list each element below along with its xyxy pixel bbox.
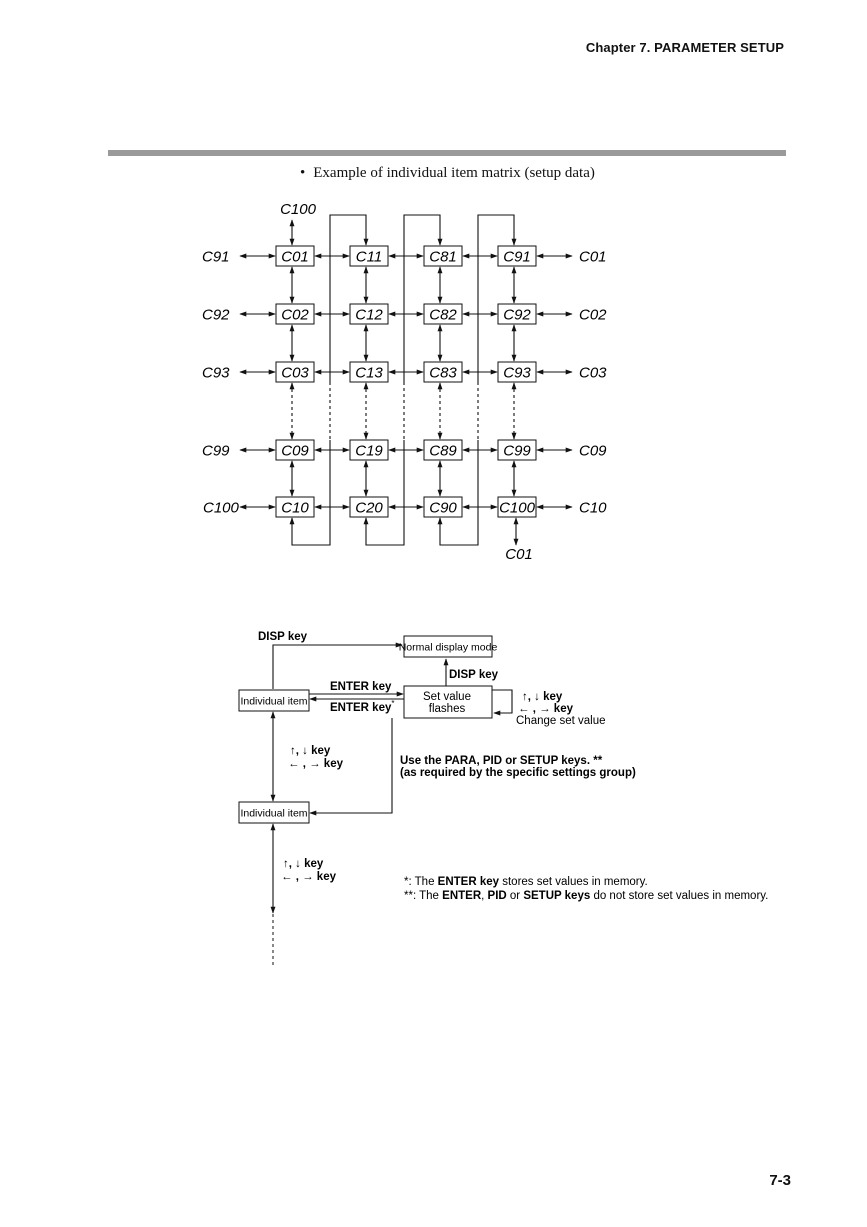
enter-key-star-label: ENTER key*: [330, 699, 394, 714]
matrix-cell-label: C01: [281, 249, 309, 266]
para-pid-setup-path: [309, 718, 393, 816]
change-set-value-label: Change set value: [516, 715, 606, 727]
normal-display-mode-box: [403, 635, 493, 658]
matrix-left-label: C93: [202, 365, 230, 382]
matrix-cell-box: [349, 496, 389, 518]
matrix-cell-label: C02: [281, 307, 309, 324]
bottom-updown-key: ↑, ↓ key: [283, 858, 324, 870]
matrix-cell-label: C13: [355, 365, 383, 382]
caption-text: Example of individual item matrix (setup…: [313, 165, 595, 181]
set-value-flashes-box: [403, 685, 493, 719]
caption-bullet: •: [300, 165, 306, 181]
matrix-cell-box: [497, 439, 537, 461]
matrix-cell-label: C91: [503, 249, 531, 266]
disp-key-right-label: DISP key: [449, 669, 499, 681]
matrix-cell-label: C93: [503, 365, 531, 382]
individual-item-label-bottom: Individual item: [240, 808, 307, 820]
matrix-cell-label: C10: [281, 500, 309, 517]
matrix-cell-label: C99: [503, 443, 531, 460]
matrix-cell-box: [275, 361, 315, 383]
footnote-1: *: The ENTER key stores set values in me…: [404, 876, 648, 888]
matrix-cell-box: [423, 439, 463, 461]
page-number: 7-3: [769, 1172, 791, 1189]
matrix-cell-box: [275, 439, 315, 461]
matrix-cell-label: C90: [429, 500, 457, 517]
matrix-right-label: C10: [579, 500, 607, 517]
loop-leftright-key: ← , → key: [518, 703, 574, 715]
key-flow-diagram: DISP key Normal display mode DISP key In…: [238, 631, 768, 965]
set-value-line1: Set value: [423, 691, 471, 703]
matrix-cell-box: [423, 245, 463, 267]
matrix-cell-label: C82: [429, 307, 457, 324]
matrix-cell-label: C20: [355, 500, 383, 517]
matrix-cell-label: C12: [355, 307, 383, 324]
matrix-cell-box: [423, 496, 463, 518]
matrix-cell-label: C100: [499, 500, 536, 517]
footnote-2: **: The ENTER, PID or SETUP keys do not …: [404, 890, 768, 902]
matrix-cell-box: [349, 439, 389, 461]
individual-item-box-top: [238, 689, 310, 712]
matrix-cell-box: [349, 303, 389, 325]
matrix-bottom-label: C01: [505, 546, 533, 563]
matrix-column-wrap-path: [291, 214, 369, 546]
matrix-cell-label: C92: [503, 307, 531, 324]
matrix-left-label: C92: [202, 307, 230, 324]
loop-updown-key: ↑, ↓ key: [522, 691, 563, 703]
matrix-right-label: C02: [579, 307, 607, 324]
set-value-line2: flashes: [429, 703, 466, 715]
matrix-right-label: C03: [579, 365, 607, 382]
mid-leftright-key: ← , → key: [288, 758, 344, 770]
matrix-caption: • Example of individual item matrix (setu…: [300, 165, 595, 182]
matrix-cell-label: C89: [429, 443, 457, 460]
matrix-cell-box: [497, 303, 537, 325]
matrix-cell-box: [349, 361, 389, 383]
disp-key-path: [272, 642, 403, 689]
matrix-cell-box: [349, 245, 389, 267]
matrix-cell-label: C09: [281, 443, 309, 460]
matrix-left-label: C100: [203, 500, 240, 517]
matrix-cell-box: [423, 361, 463, 383]
matrix-left-label: C91: [202, 249, 230, 266]
matrix-cell-box: [275, 245, 315, 267]
normal-display-mode-label: Normal display mode: [399, 642, 498, 654]
para-line2: (as required by the specific settings gr…: [400, 767, 636, 779]
matrix-right-label: C09: [579, 443, 607, 460]
matrix-cell-label: C03: [281, 365, 309, 382]
matrix-cell-label: C11: [356, 249, 382, 266]
change-value-loop: [492, 689, 513, 716]
matrix-cell-label: C81: [429, 249, 457, 266]
matrix-cell-box: [497, 245, 537, 267]
individual-item-box-bottom: [238, 801, 310, 824]
mid-updown-key: ↑, ↓ key: [290, 745, 331, 757]
matrix-column-wrap-path: [439, 214, 517, 546]
bottom-leftright-key: ← , → key: [281, 871, 337, 883]
para-line1: Use the PARA, PID or SETUP keys. **: [400, 755, 603, 767]
individual-item-matrix: C01C02C03C09C10C11C12C13C19C20C81C82C83C…: [202, 201, 607, 563]
matrix-cell-box: [275, 303, 315, 325]
matrix-cell-label: C83: [429, 365, 457, 382]
individual-item-label-top: Individual item: [240, 696, 307, 708]
chapter-header: Chapter 7. PARAMETER SETUP: [585, 40, 784, 55]
matrix-cell-box: [423, 303, 463, 325]
matrix-cell-box: [275, 496, 315, 518]
matrix-cell-box: [497, 361, 537, 383]
enter-key-label: ENTER key: [330, 681, 392, 693]
disp-key-label: DISP key: [258, 631, 308, 643]
matrix-top-label: C100: [280, 201, 317, 218]
matrix-left-label: C99: [202, 443, 230, 460]
matrix-right-label: C01: [579, 249, 607, 266]
matrix-column-wrap-path: [365, 214, 443, 546]
matrix-cell-label: C19: [355, 443, 383, 460]
header-rule: [108, 150, 786, 156]
matrix-cell-box: [497, 496, 537, 518]
